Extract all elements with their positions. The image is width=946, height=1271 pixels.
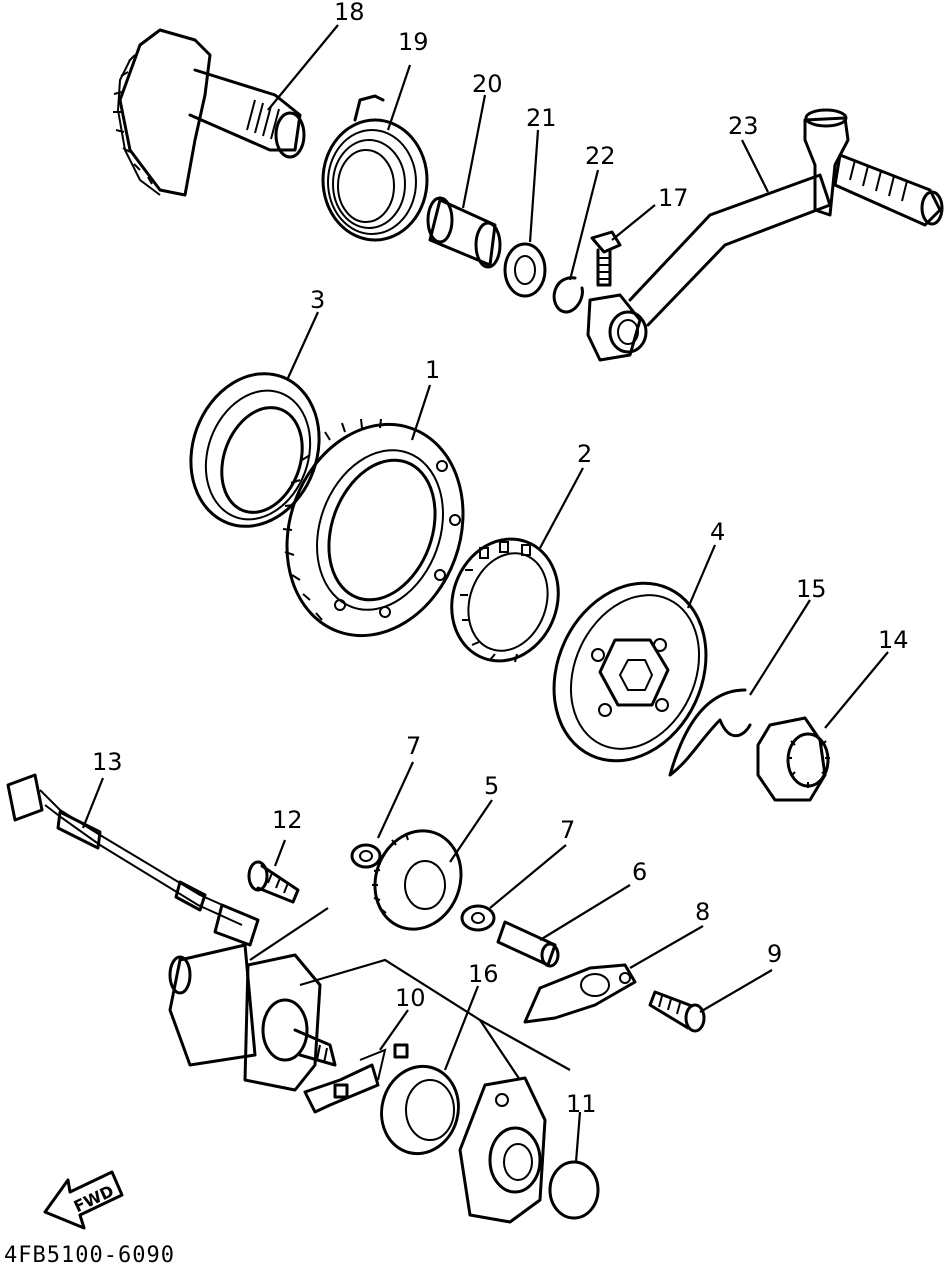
part-21-o-ring: [548, 1160, 600, 1220]
callout-22: 10: [395, 984, 426, 1012]
part-8-plate: [523, 963, 637, 1024]
part-20-o-ring-holder: [380, 1064, 460, 1156]
part-22-brush-set: [303, 1043, 409, 1114]
callout-8: 8: [695, 898, 710, 926]
leader-lines: [81, 24, 889, 1163]
part-3-seal-ring: [189, 372, 321, 528]
callout-16: 23: [728, 112, 759, 140]
callout-6: 6: [632, 858, 647, 886]
callout-20: 16: [468, 960, 499, 988]
part-17-bolt: [590, 230, 622, 287]
callout-1: 1: [425, 356, 440, 384]
part-9-screw: [648, 990, 706, 1033]
part-2-one-way-clutch: [450, 537, 560, 663]
diagram-code: 4FB5100-6090: [4, 1243, 175, 1268]
callout-7-upper: 7: [406, 732, 421, 760]
callout-12: 19: [398, 28, 429, 56]
motor-cover: [458, 1076, 547, 1224]
part-1-starter-clutch: [282, 418, 465, 638]
callout-10: 12: [272, 806, 303, 834]
callout-15: 22: [585, 142, 616, 170]
part-13-sleeve: [426, 196, 502, 269]
part-12-torsion-spring: [321, 94, 429, 242]
callout-5: 5: [484, 772, 499, 800]
callout-23: 13: [92, 748, 123, 776]
callout-17: 17: [658, 184, 689, 212]
part-7-washer-upper: [350, 843, 382, 869]
part-19-spring-clip: [668, 688, 752, 777]
part-4-clutch-housing: [552, 581, 708, 763]
part-7-washer-lower: [460, 904, 496, 932]
part-6-shaft: [496, 920, 560, 968]
callout-19: 15: [796, 575, 827, 603]
part-11-kick-axle: [113, 28, 306, 197]
part-14-washer: [503, 242, 547, 298]
callout-14: 21: [526, 104, 557, 132]
callout-18: 14: [878, 626, 909, 654]
callout-labels: 18 19 20 21 22 23 17 3 1 2 4 15 14 13 12…: [92, 0, 909, 1118]
part-15-circlip: [552, 276, 584, 314]
callout-4: 4: [710, 518, 725, 546]
callout-3: 3: [310, 286, 325, 314]
callout-21: 11: [566, 1090, 597, 1118]
part-16-kick-crank: [586, 108, 944, 362]
callout-7-lower: 7: [560, 816, 575, 844]
part-5-idle-gear: [372, 829, 463, 931]
part-10-bolt: [247, 860, 300, 904]
callout-2: 2: [577, 440, 592, 468]
forward-label: FWD: [71, 1181, 117, 1216]
forward-arrow-icon: FWD: [43, 1170, 124, 1230]
part-23-lead-wire: [6, 773, 260, 947]
starter-motor: [168, 943, 337, 1092]
callout-9: 9: [767, 940, 782, 968]
callout-13: 20: [472, 70, 503, 98]
part-18-drive-gear: [756, 716, 830, 802]
callout-11: 18: [334, 0, 365, 26]
